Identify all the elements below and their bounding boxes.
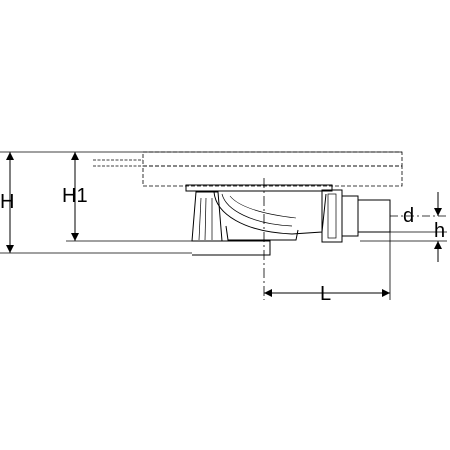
dimension-h-small xyxy=(360,240,447,262)
label-h-total: H xyxy=(0,191,14,213)
dimension-l xyxy=(263,178,391,300)
label-h1: H1 xyxy=(62,185,88,207)
label-d: d xyxy=(403,205,414,227)
dimension-d xyxy=(390,192,447,233)
label-l: L xyxy=(320,283,331,305)
floor-layers xyxy=(0,151,403,187)
drain-body xyxy=(185,184,391,256)
base-lines xyxy=(0,240,210,254)
label-h-small: h xyxy=(434,220,445,242)
